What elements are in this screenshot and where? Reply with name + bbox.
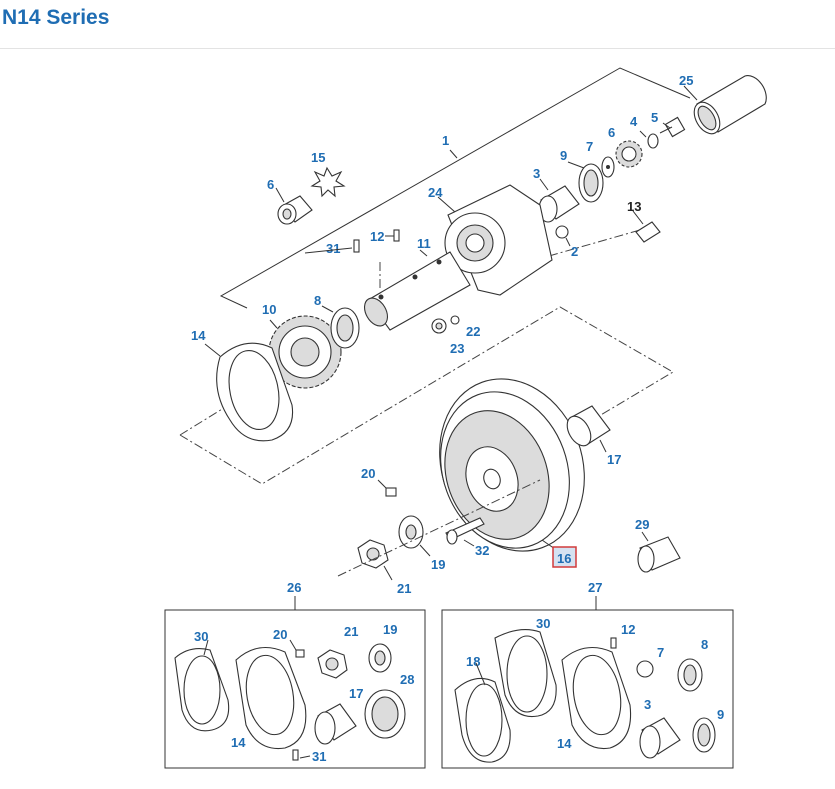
callout-19[interactable]: 19	[383, 622, 397, 637]
callout-3[interactable]: 3	[644, 697, 651, 712]
kit-26-key-20[interactable]	[295, 649, 305, 658]
callout-26[interactable]: 26	[287, 580, 301, 595]
callout-12[interactable]: 12	[621, 622, 635, 637]
part-3-bushing[interactable]	[538, 185, 580, 223]
callout-10[interactable]: 10	[262, 302, 276, 317]
callout-32[interactable]: 32	[475, 543, 489, 558]
page-header: N14 Series	[0, 0, 835, 49]
callout-16-highlight	[552, 546, 577, 568]
callout-22[interactable]: 22	[466, 324, 480, 339]
callout-11[interactable]: 11	[417, 236, 431, 251]
kit-27-pin-12[interactable]	[610, 637, 617, 649]
callout-13[interactable]: 13	[627, 199, 641, 214]
kit-26-washer-19[interactable]	[368, 643, 392, 673]
callout-2[interactable]: 2	[571, 244, 578, 259]
kit-26-pin-31[interactable]	[292, 749, 299, 761]
callout-8[interactable]: 8	[314, 293, 321, 308]
callout-7[interactable]: 7	[657, 645, 664, 660]
callout-9[interactable]: 9	[717, 707, 724, 722]
part-20-key[interactable]	[385, 487, 397, 497]
part-16-pulley[interactable]	[416, 358, 608, 571]
part-29-bushing[interactable]	[637, 536, 681, 573]
callout-5[interactable]: 5	[651, 110, 658, 125]
part-15-star[interactable]	[310, 166, 346, 198]
kit-27-gasket-30[interactable]	[494, 629, 557, 718]
kit-27-gasket-14[interactable]	[561, 646, 632, 750]
callout-14[interactable]: 14	[231, 735, 246, 750]
callout-25[interactable]: 25	[679, 73, 693, 88]
callout-18[interactable]: 18	[466, 654, 480, 669]
callout-9[interactable]: 9	[560, 148, 567, 163]
part-6-gear-small[interactable]	[615, 140, 643, 168]
kit-27-ring-8[interactable]	[677, 658, 703, 692]
part-6-bushing[interactable]	[277, 195, 313, 225]
kit-26-gasket-30[interactable]	[174, 648, 230, 732]
callout-14[interactable]: 14	[191, 328, 206, 343]
callout-23[interactable]: 23	[450, 341, 464, 356]
bracket-1-line	[219, 67, 691, 309]
callout-24[interactable]: 24	[428, 185, 443, 200]
kit-27-gasket-18[interactable]	[454, 677, 511, 763]
kit-26-bushing-17[interactable]	[314, 703, 357, 745]
callout-31[interactable]: 31	[326, 241, 340, 256]
part-12-pin[interactable]	[393, 229, 400, 242]
callout-1[interactable]: 1	[442, 133, 449, 148]
callout-4[interactable]: 4	[630, 114, 638, 129]
part-23-bolt[interactable]	[431, 318, 447, 334]
kit-27-bushing-3[interactable]	[639, 717, 681, 759]
part-17-bushing[interactable]	[562, 405, 611, 450]
part-9-ring[interactable]	[578, 163, 604, 203]
part-8-ring[interactable]	[330, 307, 360, 349]
dashed-outline-upper	[179, 306, 674, 485]
callout-6[interactable]: 6	[608, 125, 615, 140]
callout-29[interactable]: 29	[635, 517, 649, 532]
part-25-sleeve[interactable]	[689, 75, 767, 139]
callout-20[interactable]: 20	[273, 627, 287, 642]
kit-27-ring-9[interactable]	[692, 717, 716, 753]
callout-19[interactable]: 19	[431, 557, 445, 572]
part-32-bolt[interactable]	[445, 517, 485, 545]
page-title: N14 Series	[2, 6, 110, 29]
part-31-pin[interactable]	[353, 239, 360, 253]
part-19-washer[interactable]	[398, 515, 424, 549]
part-14-gasket[interactable]	[216, 342, 294, 442]
kit-26-gasket-14[interactable]	[235, 646, 307, 750]
part-2-plug[interactable]	[555, 225, 569, 239]
part-7-washer[interactable]	[601, 156, 615, 178]
kit-26-seal-28[interactable]	[364, 689, 406, 739]
callout-3[interactable]: 3	[533, 166, 540, 181]
callout-27[interactable]: 27	[588, 580, 602, 595]
callout-12[interactable]: 12	[370, 229, 384, 244]
part-24-housing[interactable]	[444, 184, 553, 296]
callout-17[interactable]: 17	[607, 452, 621, 467]
callout-7[interactable]: 7	[586, 139, 593, 154]
part-22-oring[interactable]	[450, 315, 460, 325]
callout-21[interactable]: 21	[397, 581, 411, 596]
callout-31[interactable]: 31	[312, 749, 326, 764]
callout-16[interactable]: 16	[557, 551, 571, 566]
kit-26-nut-21[interactable]	[317, 649, 348, 679]
callout-30[interactable]: 30	[194, 629, 208, 644]
kit-27-washer-7[interactable]	[636, 660, 654, 678]
part-13-fitting[interactable]	[635, 221, 661, 243]
callout-14[interactable]: 14	[557, 736, 572, 751]
part-11-shaft[interactable]	[360, 251, 471, 331]
callout-30[interactable]: 30	[536, 616, 550, 631]
callout-28[interactable]: 28	[400, 672, 414, 687]
callout-20[interactable]: 20	[361, 466, 375, 481]
callout-17[interactable]: 17	[349, 686, 363, 701]
part-21-nut[interactable]	[357, 539, 389, 569]
callout-15[interactable]: 15	[311, 150, 325, 165]
callout-8[interactable]: 8	[701, 637, 708, 652]
callout-21[interactable]: 21	[344, 624, 358, 639]
part-5-bolt[interactable]	[659, 116, 686, 138]
callout-6[interactable]: 6	[267, 177, 274, 192]
part-4-washer[interactable]	[647, 133, 659, 149]
part-10-gear[interactable]	[268, 315, 342, 389]
